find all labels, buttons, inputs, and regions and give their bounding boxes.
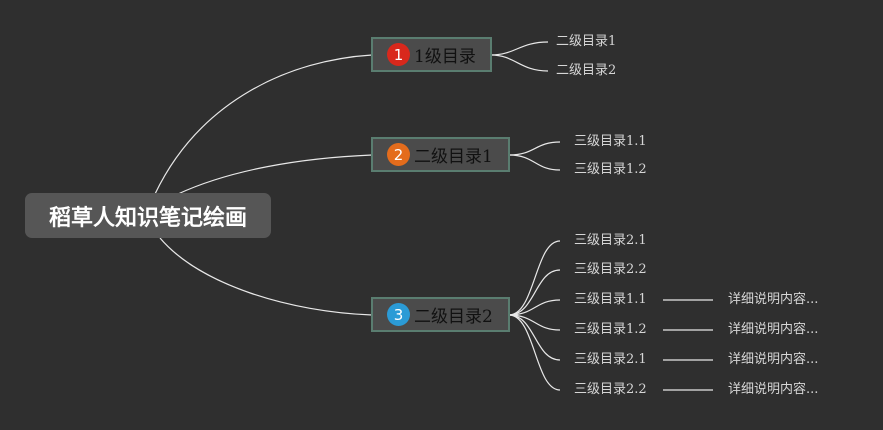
- topic-node-3[interactable]: 3 二级目录2: [371, 297, 510, 332]
- topic-3-child-6[interactable]: 三级目录2.2: [574, 382, 647, 397]
- connector-topic-1-child-2: [490, 54, 549, 72]
- connector-topic-3-child-1: [508, 240, 561, 316]
- connector-root-topic-2: [177, 154, 373, 195]
- connector-topic-2-child-1: [508, 141, 561, 156]
- detail-note-1[interactable]: 详细说明内容...: [728, 292, 819, 307]
- topic-3-child-5[interactable]: 三级目录2.1: [574, 352, 647, 367]
- connector-topic-3-child-5: [508, 314, 561, 361]
- topic-3-child-1[interactable]: 三级目录2.1: [574, 233, 647, 248]
- topic-2-child-1[interactable]: 三级目录1.1: [574, 134, 647, 149]
- detail-note-2[interactable]: 详细说明内容...: [728, 322, 819, 337]
- connector-root-topic-1: [154, 54, 373, 195]
- topic-2-label: 二级目录1: [414, 147, 493, 167]
- connector-root-topic-3: [159, 237, 373, 316]
- topic-3-child-2[interactable]: 三级目录2.2: [574, 262, 647, 277]
- detail-note-3[interactable]: 详细说明内容...: [728, 352, 819, 367]
- connector-topic-3-child-2: [508, 269, 561, 316]
- topic-3-badge-icon: 3: [387, 303, 410, 326]
- topic-3-label: 二级目录2: [414, 307, 493, 327]
- connector-topic-1-child-1: [490, 41, 549, 56]
- detail-note-4[interactable]: 详细说明内容...: [728, 382, 819, 397]
- topic-node-1[interactable]: 1 1级目录: [371, 37, 492, 72]
- root-node[interactable]: 稻草人知识笔记绘画: [25, 193, 271, 238]
- topic-2-badge-icon: 2: [387, 143, 410, 166]
- topic-1-badge-icon: 1: [387, 43, 410, 66]
- topic-1-label: 1级目录: [414, 47, 476, 67]
- root-node-label: 稻草人知识笔记绘画: [48, 205, 247, 231]
- topic-3-child-3[interactable]: 三级目录1.1: [574, 292, 647, 307]
- connector-topic-3-child-3: [508, 299, 561, 316]
- connector-topic-3-child-6: [508, 314, 561, 391]
- connector-topic-3-child-4: [508, 314, 561, 331]
- topic-2-child-2[interactable]: 三级目录1.2: [574, 162, 647, 177]
- topic-3-child-4[interactable]: 三级目录1.2: [574, 322, 647, 337]
- connector-topic-2-child-2: [508, 154, 561, 171]
- topic-1-child-2[interactable]: 二级目录2: [556, 63, 617, 78]
- topic-node-2[interactable]: 2 二级目录1: [371, 137, 510, 172]
- topic-1-child-1[interactable]: 二级目录1: [556, 34, 617, 49]
